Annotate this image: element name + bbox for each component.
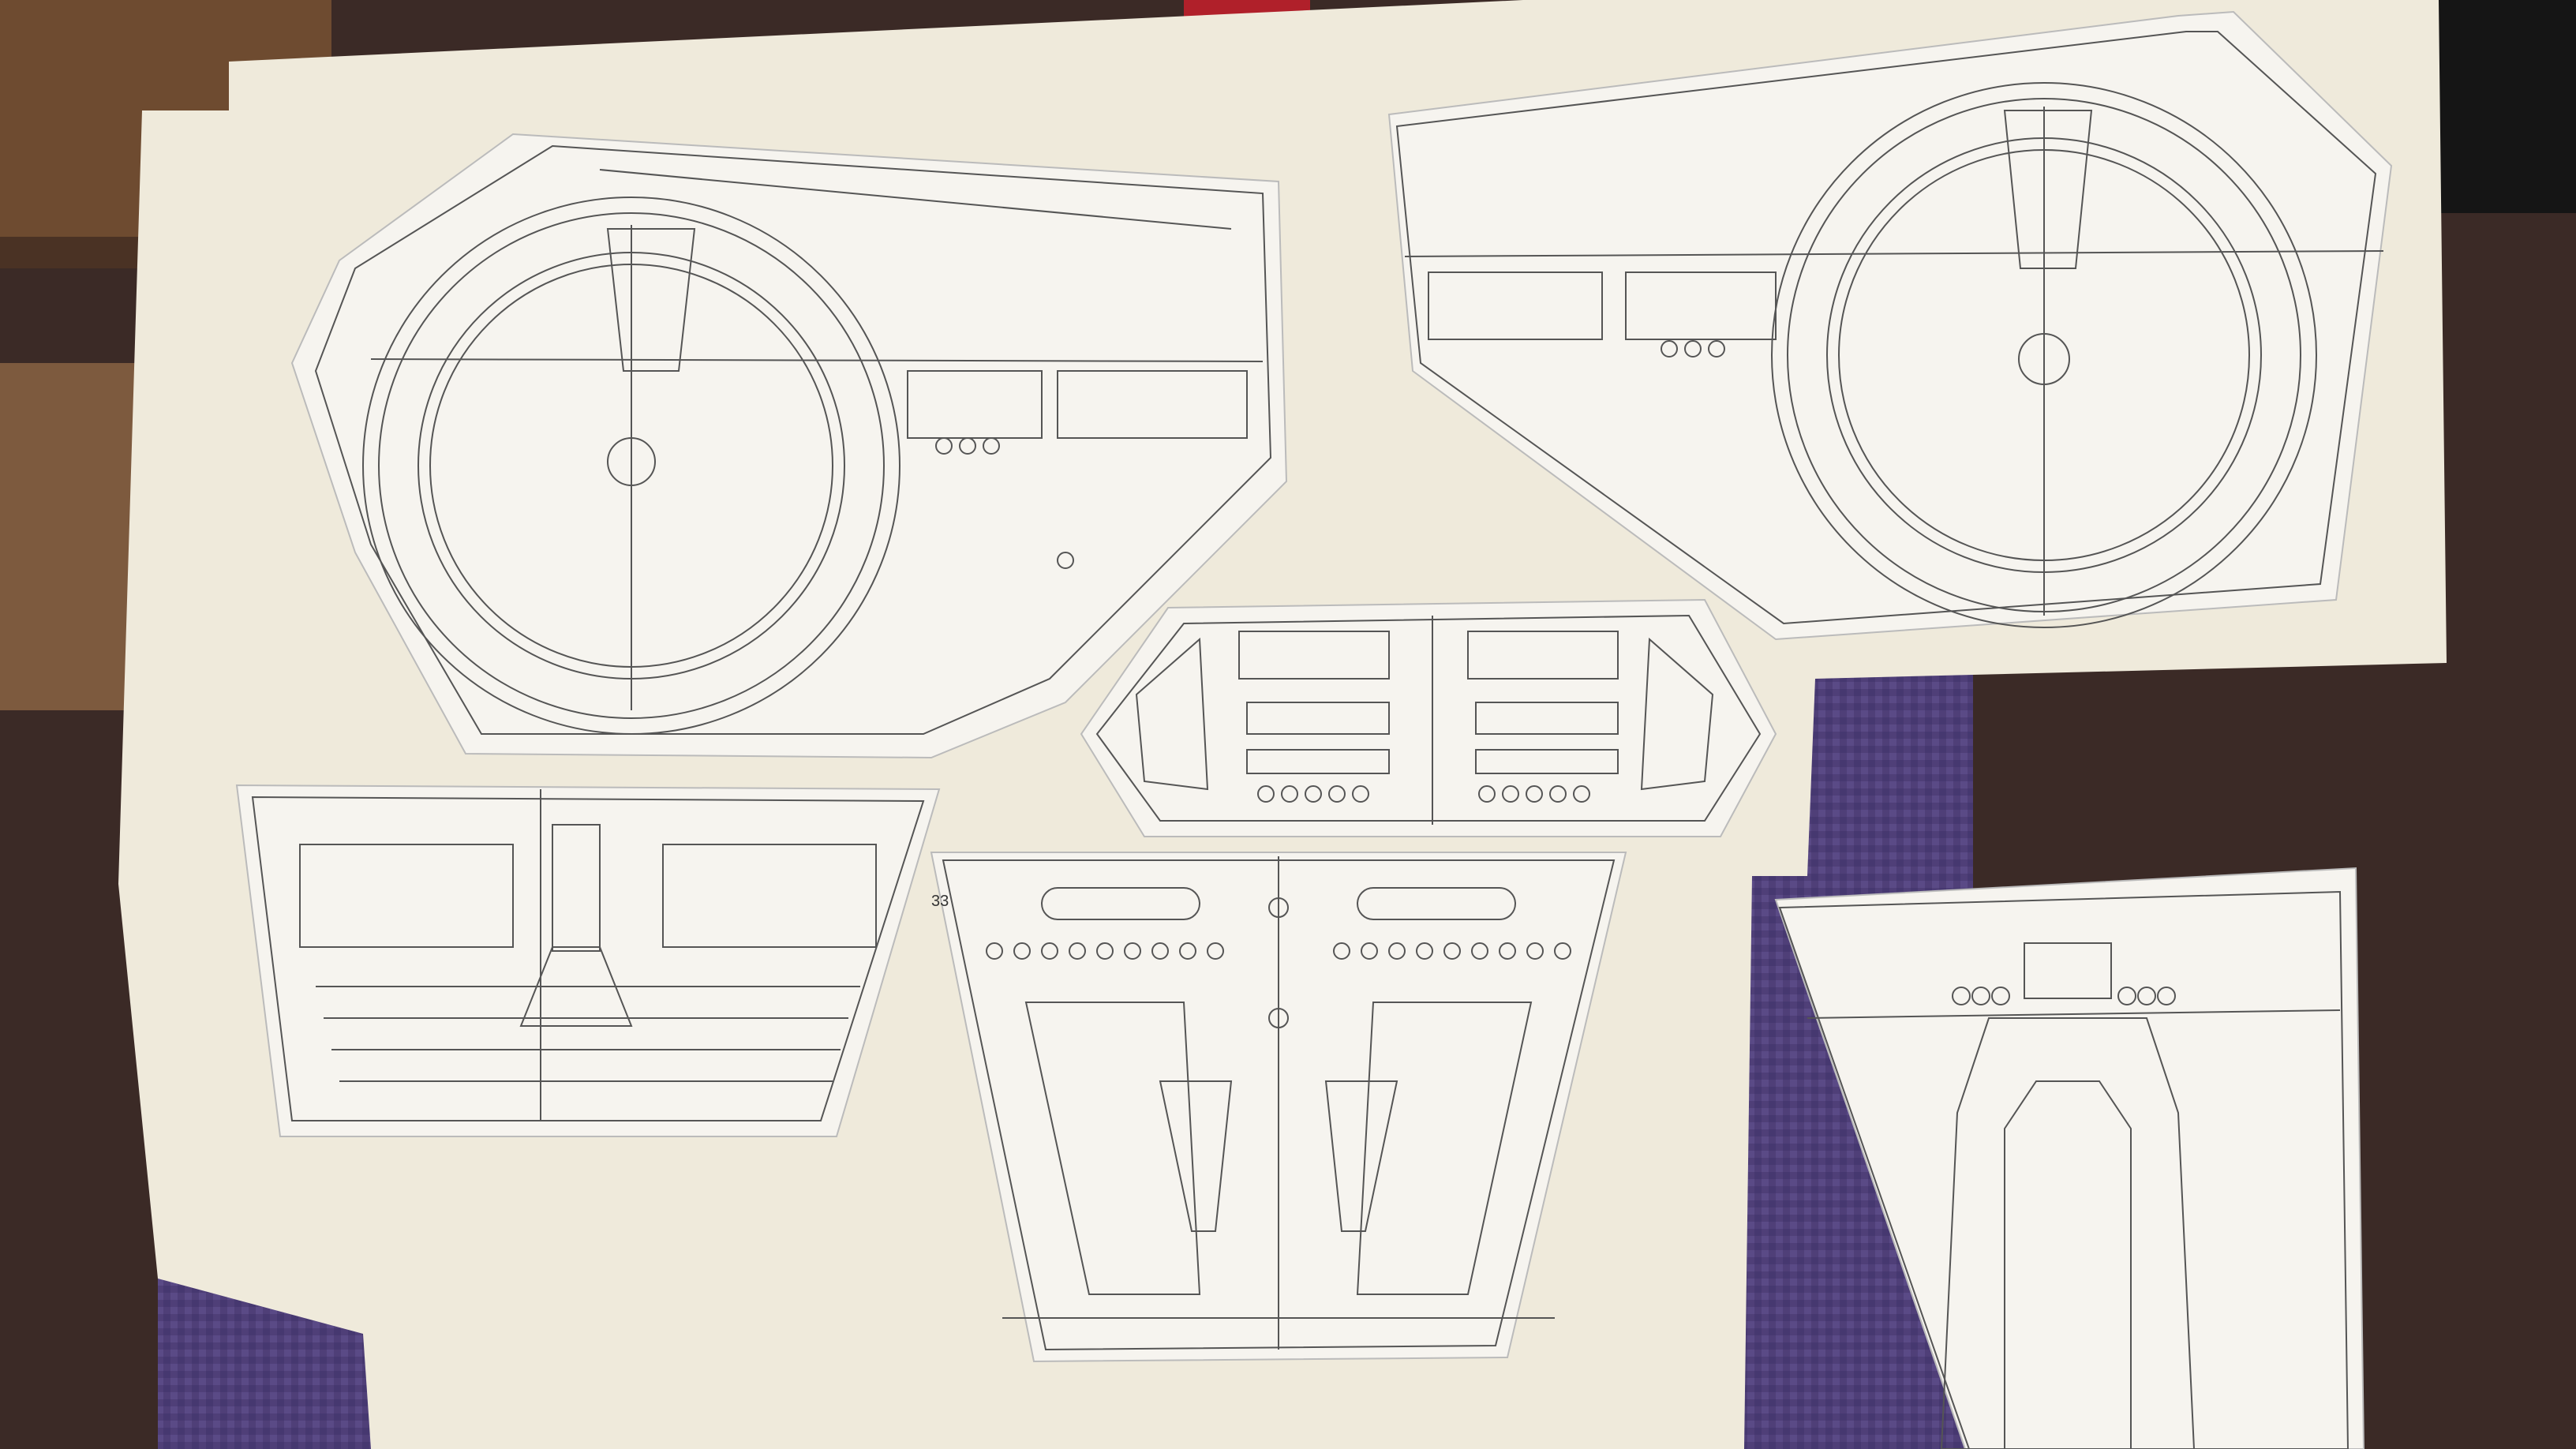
- paper-panel-large-left: [290, 133, 1288, 759]
- paper-panel-left-lower: [235, 784, 941, 1137]
- screw-row-left: [1257, 785, 1369, 803]
- part-number-label: 33: [931, 893, 949, 910]
- paper-panel-large-right: [1387, 10, 2393, 641]
- screw-row: [986, 942, 1571, 960]
- paper-panel-right-lower: [1774, 867, 2365, 1449]
- screw-row-right: [1478, 785, 1590, 803]
- paper-panel-center-top: [1080, 598, 1777, 837]
- paper-panel-center-lower: [930, 852, 1627, 1363]
